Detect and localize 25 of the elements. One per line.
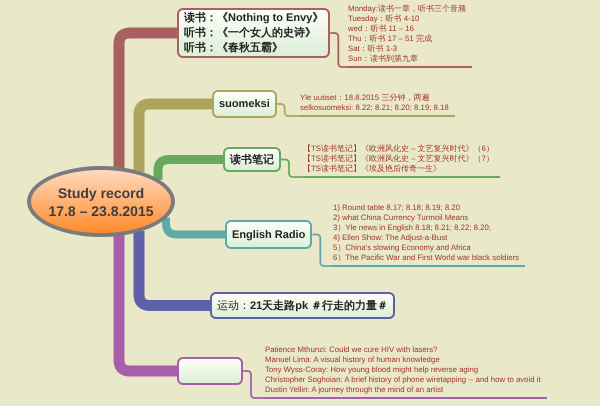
topic-box: English Radio xyxy=(225,220,312,249)
topic-box: 读书笔记 xyxy=(223,147,281,172)
date-range: 17.8 – 23.8.2015 xyxy=(48,202,154,220)
topic-box xyxy=(177,357,243,385)
branch-connector xyxy=(114,234,177,376)
book-entry: 听书：《一个女人的史诗》 xyxy=(184,26,316,40)
connector-line xyxy=(276,103,300,117)
branch-connector xyxy=(162,217,225,238)
branch-connector xyxy=(134,98,212,172)
topic-box xyxy=(177,8,330,58)
book-entry: 听书：《春秋五霸》 xyxy=(184,40,283,56)
branch-connector xyxy=(114,28,177,168)
book-entry: 读书：《Nothing to Envy》 xyxy=(184,10,324,26)
underlined-note-list xyxy=(333,203,526,267)
topic-title: Study record xyxy=(58,184,144,202)
connector-line xyxy=(330,32,348,68)
underlined-note-list xyxy=(265,345,547,399)
connector-line xyxy=(281,158,303,178)
topic-box: 运动：21天走路pk ＃行走的力量＃ xyxy=(210,292,396,319)
topic-box: suomeksi xyxy=(212,90,277,118)
underlined-note-list xyxy=(348,4,472,68)
underlined-note-list xyxy=(300,93,455,117)
underlined-note-list xyxy=(303,144,500,178)
branch-connector xyxy=(134,230,210,311)
branch-connector xyxy=(154,155,223,180)
